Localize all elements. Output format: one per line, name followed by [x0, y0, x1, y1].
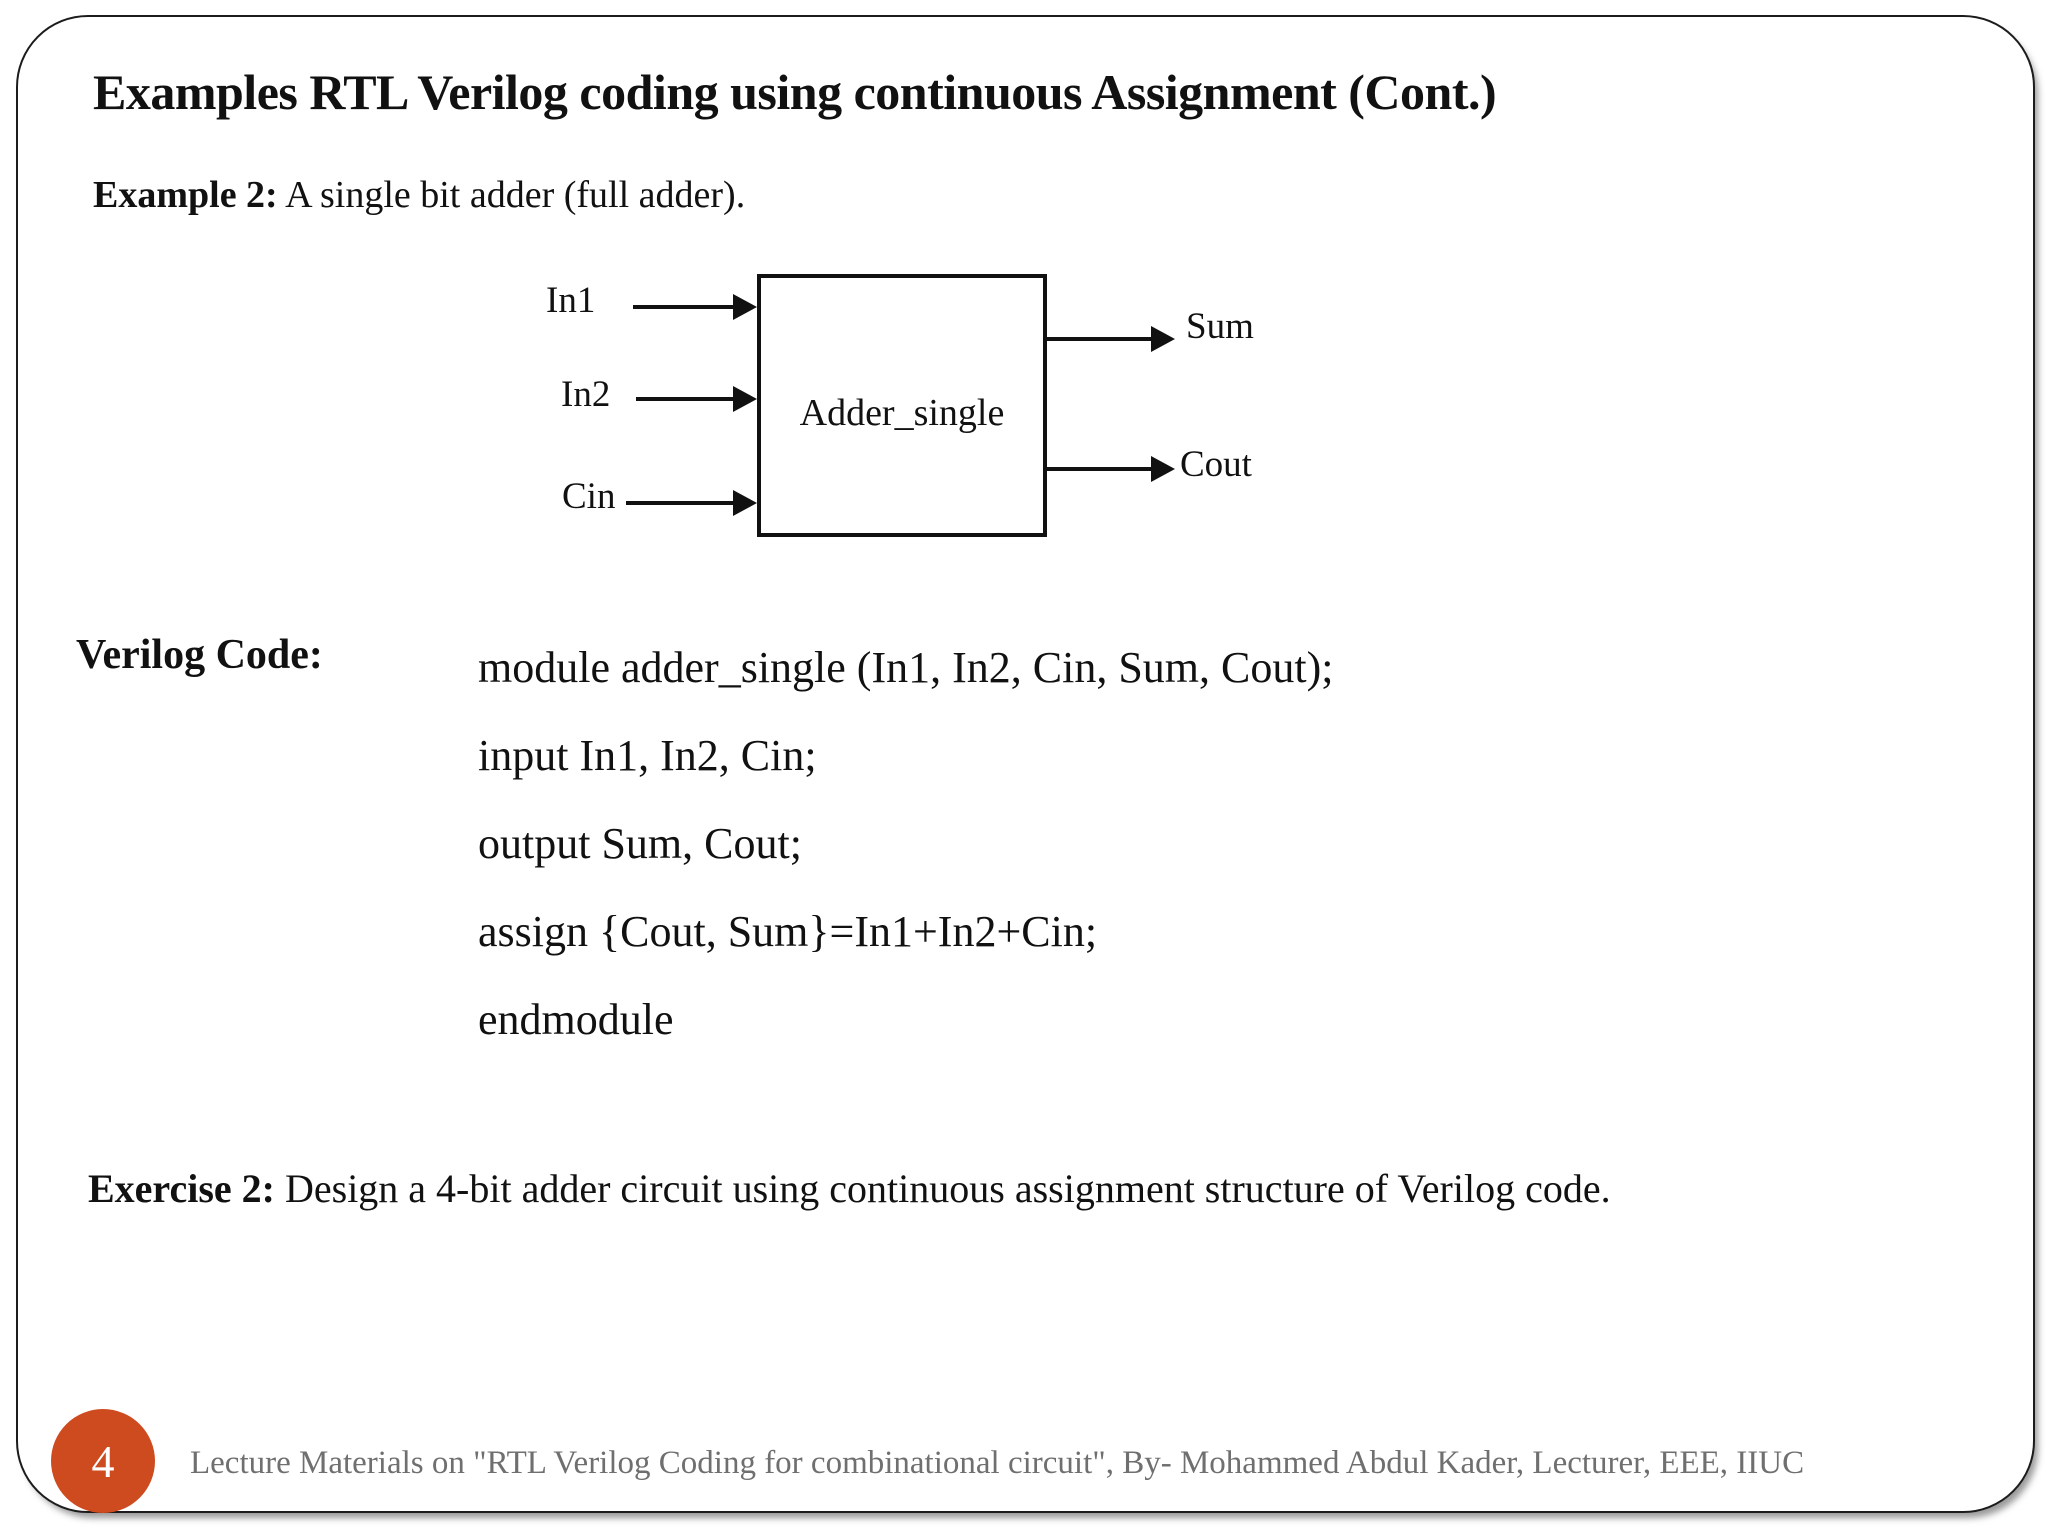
verilog-code-label: Verilog Code:: [76, 632, 323, 678]
code-line: assign {Cout, Sum}=In1+In2+Cin;: [478, 906, 1098, 956]
code-line: output Sum, Cout;: [478, 818, 802, 868]
adder-module-box: Adder_single: [757, 274, 1047, 537]
diagram-input-label-in2: In2: [561, 374, 611, 415]
verilog-code-block: module adder_single (In1, In2, Cin, Sum,…: [478, 623, 1333, 1063]
example-label: Example 2:: [93, 174, 278, 216]
code-line: endmodule: [478, 994, 674, 1044]
exercise-text: Design a 4-bit adder circuit using conti…: [274, 1166, 1611, 1211]
diagram-input-label-cin: Cin: [562, 476, 616, 517]
arrow-in1: [633, 294, 757, 320]
diagram-output-label-sum: Sum: [1186, 306, 1254, 347]
arrow-sum: [1047, 326, 1175, 352]
code-line: input In1, In2, Cin;: [478, 730, 817, 780]
page-number: 4: [91, 1435, 115, 1487]
slide-frame: Examples RTL Verilog coding using contin…: [16, 15, 2035, 1513]
exercise-heading: Exercise 2: Design a 4-bit adder circuit…: [88, 1165, 1611, 1212]
arrow-cout: [1047, 456, 1175, 482]
adder-module-name: Adder_single: [799, 391, 1005, 434]
example-text: A single bit adder (full adder).: [277, 174, 746, 216]
page-number-badge: 4: [51, 1409, 155, 1513]
exercise-label: Exercise 2:: [88, 1166, 275, 1211]
example-heading: Example 2: A single bit adder (full adde…: [93, 173, 745, 217]
slide-title: Examples RTL Verilog coding using contin…: [93, 64, 1497, 120]
arrow-cin: [626, 490, 757, 516]
footer-credit-text: Lecture Materials on "RTL Verilog Coding…: [190, 1445, 1805, 1481]
diagram-output-label-cout: Cout: [1180, 444, 1252, 485]
code-line: module adder_single (In1, In2, Cin, Sum,…: [478, 642, 1334, 692]
diagram-input-label-in1: In1: [546, 280, 596, 321]
arrow-in2: [636, 386, 757, 412]
